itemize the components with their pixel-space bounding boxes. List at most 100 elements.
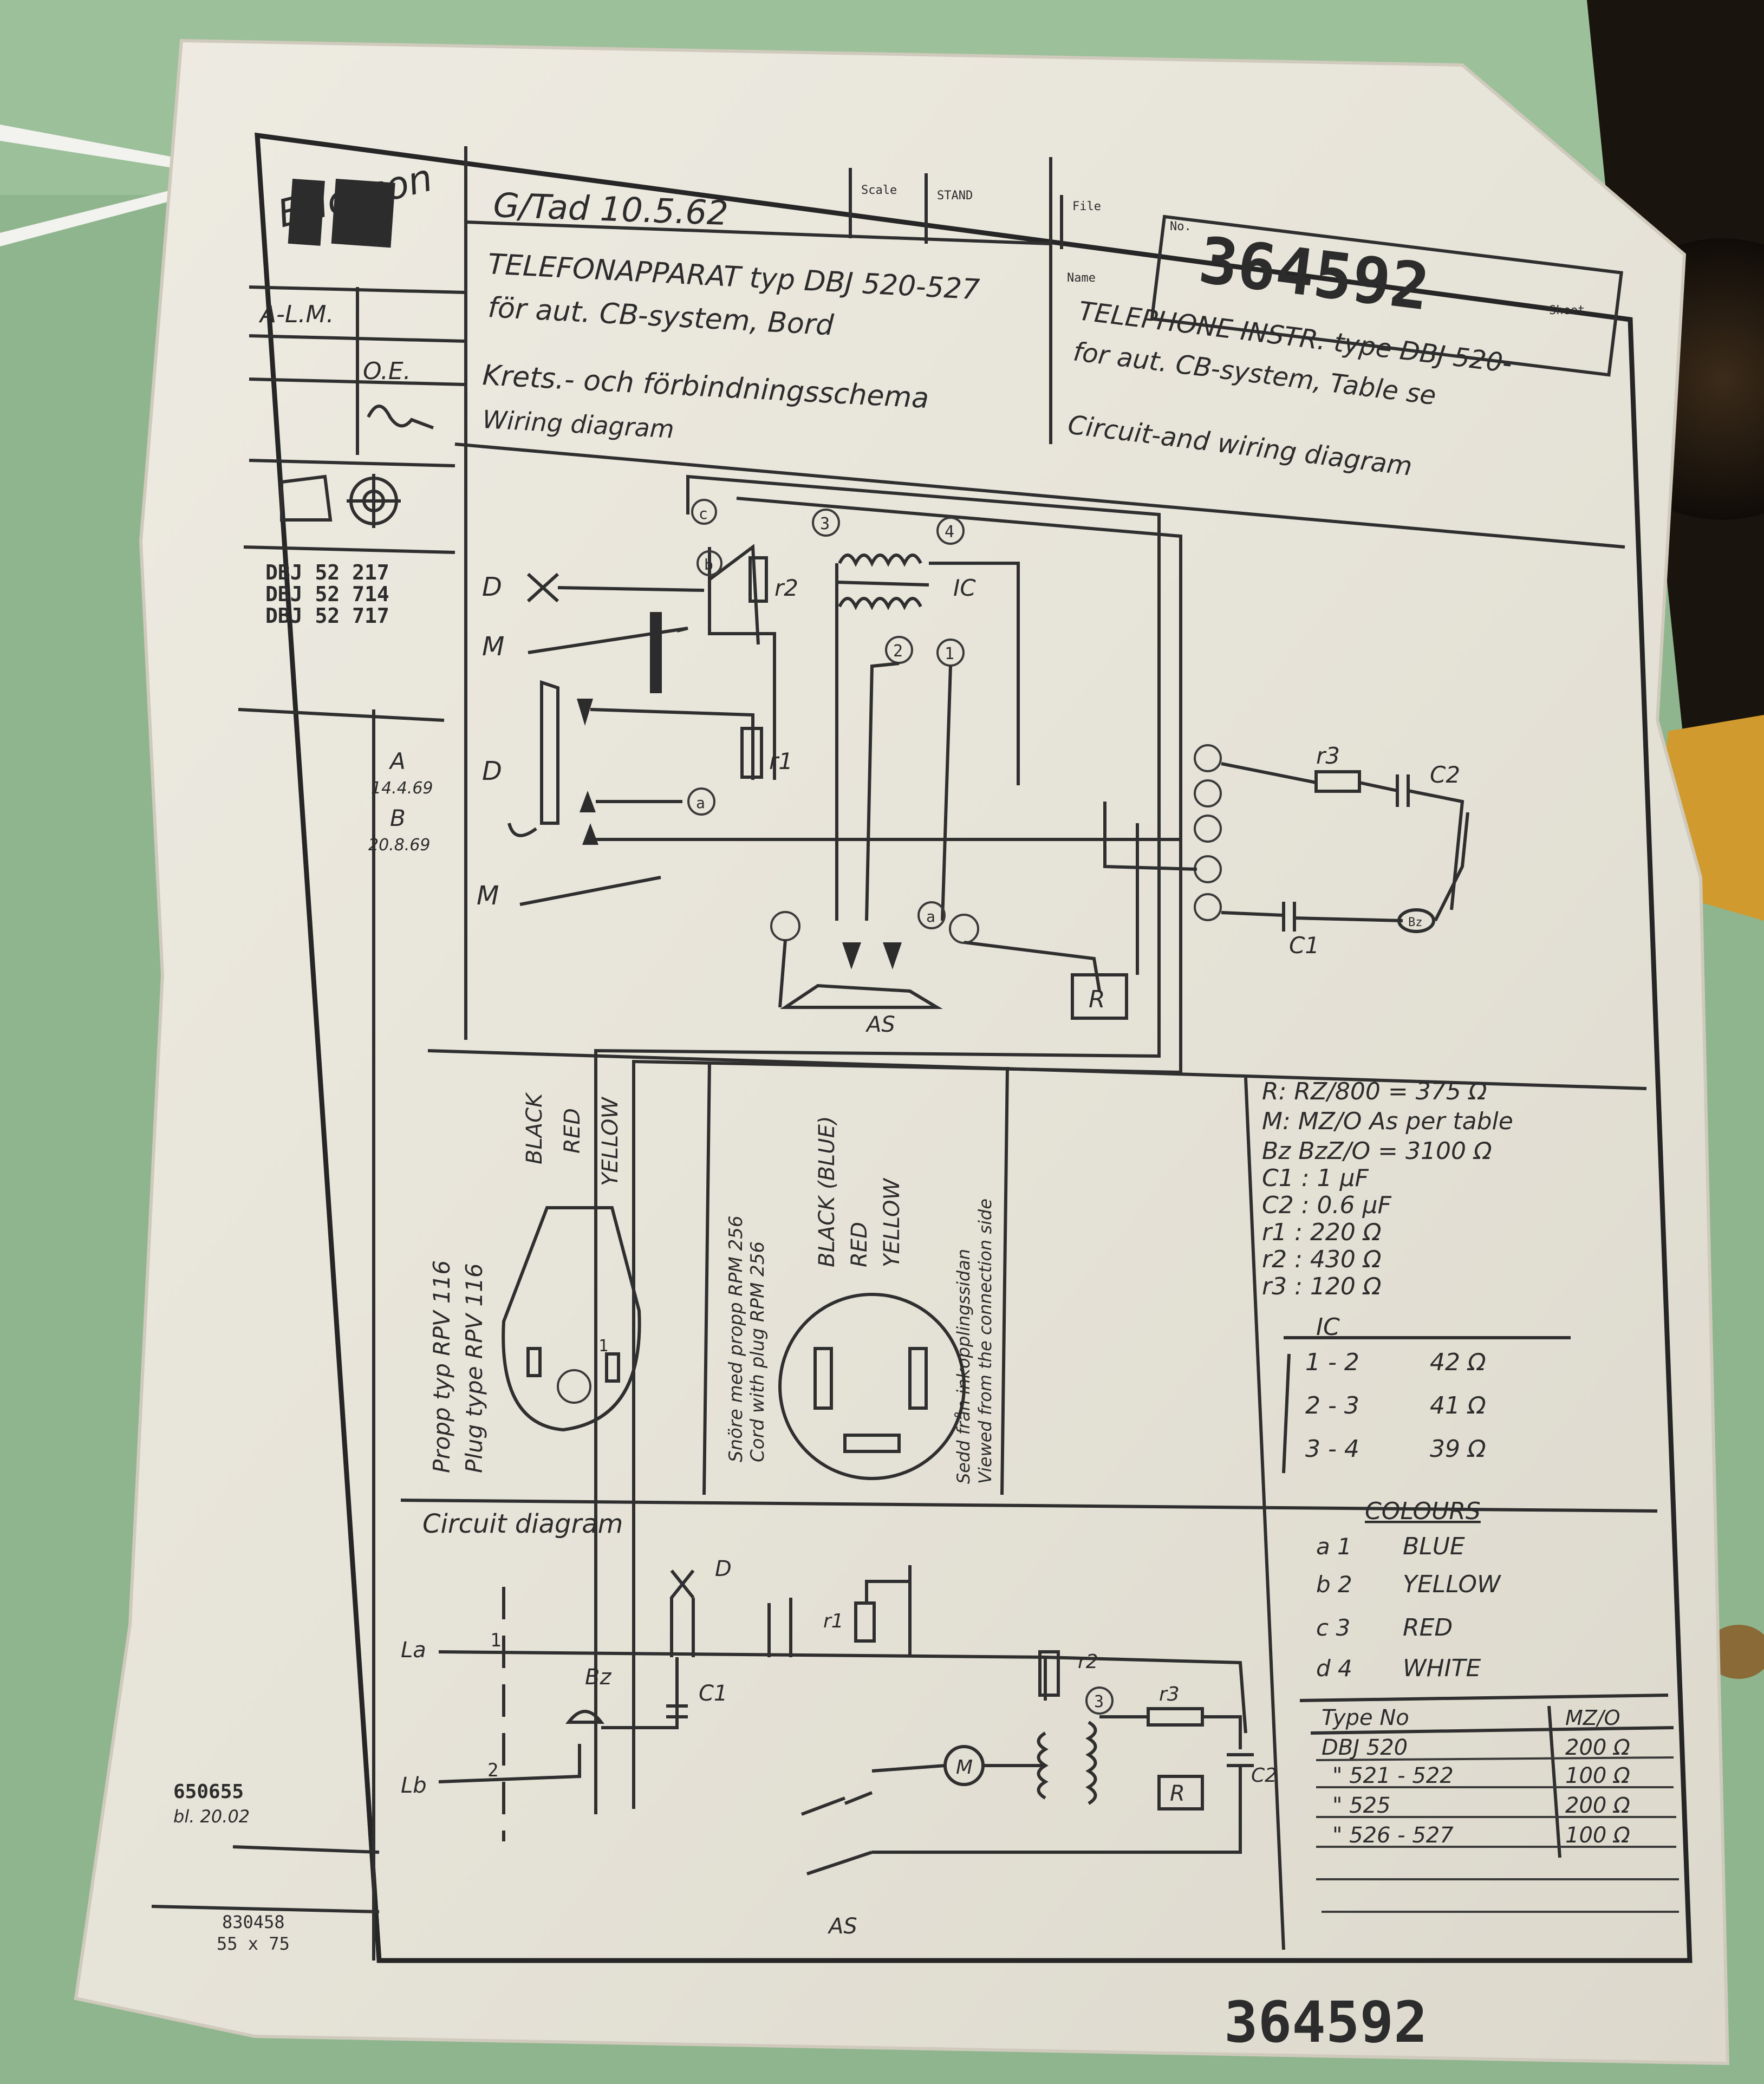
r1-resistor — [740, 727, 763, 779]
plug-divider-1 — [702, 1061, 711, 1495]
colour-4-keys: d 4 — [1316, 1655, 1352, 1682]
circuit-as: AS — [827, 1914, 857, 1939]
type-row-1-type: DBJ 520 — [1322, 1735, 1408, 1760]
plug-en: Plug type RPV 116 — [461, 1263, 487, 1473]
type-table-col — [1547, 1705, 1561, 1858]
type-table: Type No MZ/O DBJ 520 200 Ω " 521 - 522 1… — [1322, 1705, 1630, 1848]
ref-1: 650655 — [173, 1781, 244, 1803]
strip-screw-1 — [1194, 744, 1222, 772]
as-wires — [778, 939, 1101, 1008]
strip-wire-1 — [1221, 762, 1317, 784]
type-table-top — [1299, 1694, 1669, 1702]
strip-wires — [1103, 802, 1197, 975]
colour-4-name: WHITE — [1403, 1655, 1481, 1682]
spec-line-1: R: RZ/800 = 375 Ω — [1262, 1078, 1487, 1105]
plug-symbol-icon — [280, 474, 401, 528]
plug-divider-2 — [1000, 1066, 1009, 1495]
view-en: Viewed from the connection side — [975, 1199, 995, 1484]
plug-section: BLACK RED YELLOW Propp typ RPV 116 Plug … — [428, 1092, 995, 1484]
contact-arrow-2 — [580, 791, 596, 812]
ic-coil-top — [838, 553, 922, 567]
circuit-lb: Lb — [401, 1773, 427, 1798]
ref-2b: 55 x 75 — [217, 1933, 290, 1954]
circuit-switch-pair — [767, 1598, 792, 1657]
type-table-head — [1310, 1726, 1674, 1735]
drawing-frame — [255, 132, 1693, 1963]
circuit-node-3-label: 3 — [1094, 1692, 1104, 1711]
circuit-c2 — [1045, 1715, 1254, 1854]
ic-wire-1 — [941, 666, 952, 921]
circuit-title: Circuit diagram — [422, 1509, 623, 1539]
type-row-1-mz: 200 Ω — [1565, 1735, 1630, 1760]
colour-2-name: YELLOW — [1403, 1571, 1501, 1598]
r3-resistor — [1314, 770, 1361, 793]
circuit-diagram: Circuit diagram La Lb 1 2 Bz C1 D r1 r2 … — [401, 1509, 1277, 1939]
ic-row-2-value: 41 Ω — [1430, 1392, 1486, 1419]
wiring-diagram: r2 c b IC 3 4 2 1 D M D r1 — [477, 474, 1469, 1814]
type-row-2-mz: 100 Ω — [1565, 1763, 1630, 1788]
ic-coil-bottom — [838, 597, 922, 610]
ic-node-1 — [936, 639, 965, 667]
hook-lever — [540, 680, 559, 825]
label-m-top: M — [482, 631, 504, 662]
sig-alm: A-L.M. — [258, 301, 334, 328]
circuit-r2-label: r2 — [1078, 1651, 1098, 1673]
terminal-b-label: b — [704, 556, 713, 574]
ic-wire-2 — [865, 662, 900, 921]
circuit-r1-label: r1 — [823, 1610, 844, 1632]
field-file: File — [1072, 200, 1101, 213]
rev-a-date: 14.4.69 — [371, 779, 433, 798]
colour-1-name: BLUE — [1403, 1533, 1465, 1560]
type-row-4-type: " 526 - 527 — [1332, 1823, 1454, 1848]
m-contact-top — [528, 627, 688, 654]
circuit-bz: Bz — [585, 1665, 611, 1690]
circuit-node-3 — [1085, 1686, 1114, 1715]
rev-b-date: 20.8.69 — [368, 836, 431, 855]
part-1: DBJ 52 217 — [265, 561, 389, 584]
terminal-a — [687, 787, 715, 816]
wire-red: RED — [560, 1108, 585, 1154]
white-wire-1 — [0, 125, 173, 168]
as-contact-2 — [883, 942, 902, 969]
colour-3-name: RED — [1403, 1614, 1453, 1642]
circuit-ic-right — [1085, 1721, 1097, 1805]
as-terminal-a-label: a — [926, 908, 935, 926]
wire-yellow: YELLOW — [598, 1096, 623, 1186]
cord-pin-left — [813, 1347, 833, 1410]
strip-screw-5 — [1194, 893, 1222, 921]
terminal-a-label: a — [696, 794, 705, 812]
spec-line-2: M: MZ/O As per table — [1262, 1108, 1513, 1135]
circuit-wire-a — [438, 1650, 1247, 1734]
ic-node-2-label: 2 — [893, 642, 903, 661]
terminal-c — [691, 499, 717, 525]
as-dial-body — [780, 984, 943, 1009]
part-2: DBJ 52 714 — [265, 582, 389, 606]
c2-capacitor — [1359, 774, 1464, 910]
plug-pin-right — [605, 1352, 620, 1383]
contact-arrow-3 — [582, 823, 598, 845]
colour-3-keys: c 3 — [1316, 1614, 1350, 1641]
type-row-4-mz: 100 Ω — [1565, 1823, 1630, 1848]
cord-black: BLACK (BLUE) — [815, 1116, 839, 1267]
ic-node-3-label: 3 — [820, 515, 830, 533]
circuit-r1-wire — [865, 1565, 912, 1657]
plug-pin-label: 1 — [598, 1337, 608, 1356]
plug-outline — [502, 1206, 641, 1432]
type-row-3-mz: 200 Ω — [1565, 1793, 1630, 1818]
contact-arrow-1 — [577, 699, 593, 726]
part-row-bottom — [243, 545, 455, 554]
label-d-mid: D — [482, 756, 502, 786]
part-row-top — [249, 459, 455, 467]
ic-node-4 — [936, 517, 965, 545]
circuit-as-switches — [800, 1791, 1240, 1875]
mid-section-bottom — [400, 1499, 1658, 1513]
ic-node-3 — [812, 509, 840, 537]
wire-outer-loop — [594, 474, 1161, 1814]
bz-wire — [1434, 812, 1469, 922]
view-sv: Sedd från inkopplingssidan — [953, 1249, 974, 1484]
as-terminal-a — [917, 901, 946, 929]
brass-screw — [1706, 1625, 1764, 1679]
r2-resistor — [748, 556, 768, 603]
strip-screw-3 — [1194, 815, 1222, 843]
